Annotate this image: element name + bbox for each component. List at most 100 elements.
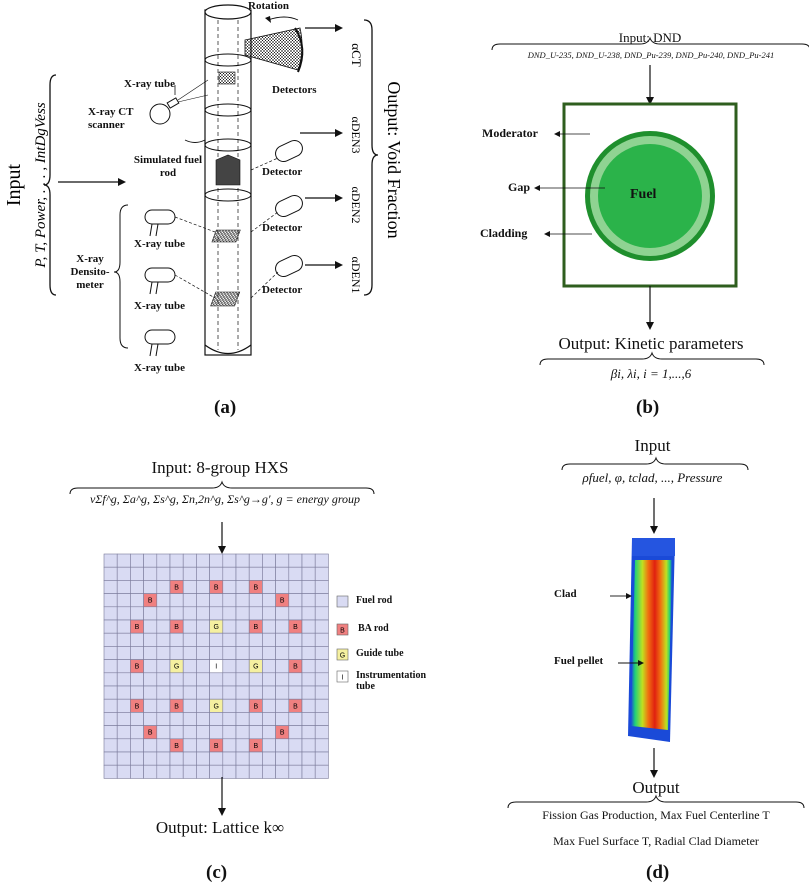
fuel-rod-cell: [116, 593, 131, 608]
fuel-rod-cell: [314, 659, 329, 674]
fuel-rod-cell: [143, 738, 158, 753]
panel-b-input-vars: DND_U-235, DND_U-238, DND_Pu-239, DND_Pu…: [527, 50, 775, 60]
fuel-rod-cell: [169, 685, 184, 700]
fuel-rod-cell: [235, 659, 250, 674]
fuel-rod-cell: [196, 738, 210, 753]
legend-swatch: [336, 648, 349, 661]
fuel-rod-cell: [156, 764, 171, 779]
panel-d-output-title: Output: [632, 778, 680, 797]
panel-a-input-vars: P, T, Power, . . . , IntDgVess: [33, 102, 49, 268]
fuel-rod-cell: [288, 593, 303, 608]
fuel-rod-cell: [222, 593, 237, 608]
fuel-rod-cell: [314, 725, 329, 740]
legend-code: G: [340, 653, 345, 660]
fuel-rod-cell: [314, 712, 329, 726]
fuel-rod-cell: [275, 580, 290, 594]
fuel-rod-cell: [262, 712, 276, 726]
fuel-rod-cell: [169, 566, 184, 581]
fuel-rod-cell: [169, 725, 184, 740]
fuel-rod-cell: [222, 580, 237, 594]
fuel-rod-cell: [301, 725, 316, 740]
fuel-rod-cell: [196, 659, 210, 674]
fuel-rod-cell: [196, 751, 210, 766]
legend-label: Guide tube: [356, 648, 404, 659]
fuel-rod-cell: [143, 659, 158, 674]
fuel-rod-cell: [222, 738, 237, 753]
fuel-rod-cell: [116, 566, 131, 581]
fuel-rod-cell: [314, 632, 329, 647]
panel-d-drawing: [507, 456, 805, 809]
fuel-rod-cell: [103, 685, 118, 700]
fuel-rod-cell: [169, 712, 184, 726]
fuel-rod-cell: [275, 646, 290, 660]
fuel-rod-cell: [301, 712, 316, 726]
legend-label: Fuel rod: [356, 595, 393, 606]
fuel-rod-cell: [130, 672, 144, 687]
fuel-rod-cell: [143, 553, 158, 568]
xray-tube-icon: [144, 267, 216, 299]
fuel-rod-cell: [222, 619, 237, 634]
panel-d-input-title: Input: [634, 436, 671, 455]
fuel-rod-cell: [169, 764, 184, 779]
fuel-rod-cell: [235, 764, 250, 779]
cladding-label: Cladding: [480, 226, 528, 240]
legend-swatch: [336, 623, 349, 636]
fuel-rod-cell: [248, 553, 263, 568]
fuel-rod-cell: [262, 619, 276, 634]
fuel-rod-cell: [116, 712, 131, 726]
fuel-rod-cell: [130, 593, 144, 608]
fuel-rod-cell: [130, 712, 144, 726]
fuel-rod-cell: [248, 751, 263, 766]
fuel-rod-cell: [196, 725, 210, 740]
fuel-rod-cell: [209, 712, 224, 726]
gap-label: Gap: [508, 180, 531, 194]
fuel-rod-cell: [130, 764, 144, 779]
fuel-rod-cell: [196, 646, 210, 660]
fuel-rod-cell: [182, 580, 197, 594]
fuel-rod-cell: [196, 698, 210, 713]
cell-letter: B: [253, 624, 258, 631]
legend-label: Instrumentation tube: [356, 670, 427, 692]
fuel-rod-cell: [209, 553, 224, 568]
fuel-rod-cell: [209, 593, 224, 608]
fuel-rod-cell: [182, 619, 197, 634]
fuel-rod-cell: [235, 632, 250, 647]
cell-letter: B: [174, 585, 179, 592]
fuel-rod-cell: [235, 553, 250, 568]
fuel-rod-cell: [196, 580, 210, 594]
fuel-rod-cell: [301, 685, 316, 700]
panel-a: Input P, T, Power, . . . , IntDgVess: [0, 0, 410, 425]
fuel-rod-cell: [143, 712, 158, 726]
fuel-rod-cell: [222, 566, 237, 581]
output-alpha-den2: αDEN2: [349, 187, 363, 224]
fuel-rod-cell: [301, 580, 316, 594]
panel-b-output-title: Output: Kinetic parameters: [558, 334, 744, 353]
fuel-rod-cell: [262, 580, 276, 594]
fuel-rod-cell: [103, 764, 118, 779]
fuel-rod-cell: [301, 553, 316, 568]
panel-c-caption: (c): [206, 862, 228, 883]
fuel-rod-cell: [248, 685, 263, 700]
fuel-rod-cell: [156, 698, 171, 713]
fuel-rod-cell: [222, 659, 237, 674]
fuel-rod-cell: [130, 553, 144, 568]
cell-letter: G: [213, 703, 218, 710]
fuel-rod-cell: [103, 698, 118, 713]
fuel-rod-cell: [235, 738, 250, 753]
fuel-rod-cell: [288, 685, 303, 700]
panel-d-input-vars: ρfuel, φ, tclad, ..., Pressure: [582, 470, 723, 485]
panel-d-caption: (d): [646, 862, 670, 883]
fuel-rod-cell: [235, 619, 250, 634]
fuel-rod-cell: [262, 685, 276, 700]
fuel-rod-cell: [116, 685, 131, 700]
cell-letter: B: [253, 703, 258, 710]
cell-letter: B: [174, 743, 179, 750]
fuel-rod-contour: [628, 538, 675, 742]
xray-tube-icon: [144, 209, 216, 237]
fuel-rod-cell: [143, 580, 158, 594]
fuel-rod-cell: [182, 712, 197, 726]
fuel-rod-cell: [196, 593, 210, 608]
fuel-rod-cell: [103, 619, 118, 634]
fuel-rod-cell: [103, 672, 118, 687]
